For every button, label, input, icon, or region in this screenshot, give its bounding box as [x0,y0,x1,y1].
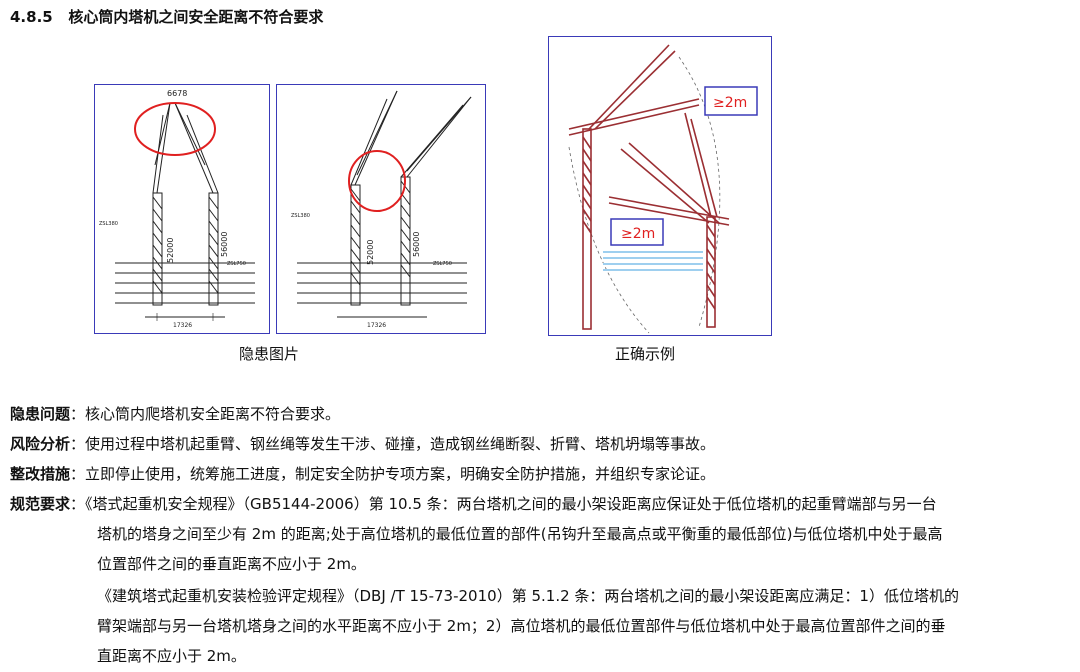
hazard-figure-2: ZSL380 ZSL750 52000 56000 17326 [276,84,486,334]
hazard-figure-1: 6678 ZSL380 ZSL750 52000 56000 17326 [94,84,270,334]
item-rectify: 整改措施：立即停止使用，统筹施工进度，制定安全防护专项方案，明确安全防护措施，并… [10,465,716,483]
bottom-dimension: 17326 [173,322,192,329]
crane-drawing-1: 6678 ZSL380 ZSL750 52000 56000 17326 [99,89,255,329]
item-label: 隐患问题 [10,405,71,423]
label-zsl380: ZSL380 [291,213,310,219]
item-text: 核心筒内爬塔机安全距离不符合要求。 [85,405,341,423]
hazard-circle [134,102,216,156]
label-zsl750: ZSL750 [227,261,246,267]
item-risk: 风险分析：使用过程中塔机起重臂、钢丝绳等发生干涉、碰撞，造成钢丝绳断裂、折臂、塔… [10,435,716,453]
caption-correct: 正确示例 [615,345,676,363]
crane-drawing-3: ≥2m ≥2m [568,44,758,334]
item-text: 使用过程中塔机起重臂、钢丝绳等发生干涉、碰撞，造成钢丝绳断裂、折臂、塔机坍塌等事… [85,435,716,453]
item-text: 立即停止使用，统筹施工进度，制定安全防护专项方案，明确安全防护措施，并组织专家论… [85,465,716,483]
standard-line: 《建筑塔式起重机安装检验评定规程》（DBJ /T 15-73-2010）第 5.… [97,587,959,605]
standard-line: 臂架端部与另一台塔机塔身之间的水平距离不应小于 2m；2）高位塔机的最低位置部件… [97,617,946,635]
height-52000: 52000 [166,238,175,263]
item-label: 风险分析 [10,435,71,453]
height-52000: 52000 [366,240,375,265]
standard-line: 位置部件之间的垂直距离不应小于 2m。 [97,555,366,573]
item-label: 整改措施 [10,465,71,483]
label-zsl750: ZSL750 [433,261,452,267]
top-dimension: 6678 [167,89,187,98]
section-heading: 4.8.5 核心筒内塔机之间安全距离不符合要求 [10,6,323,27]
item-hazard: 隐患问题：核心筒内爬塔机安全距离不符合要求。 [10,405,341,423]
standard-line: 直距离不应小于 2m。 [97,647,246,665]
caption-hazard: 隐患图片 [239,345,300,363]
item-standard: 规范要求：《塔式起重机安全规程》（GB5144-2006）第 10.5 条：两台… [10,495,937,513]
hazard-circle [348,150,406,212]
height-56000: 56000 [412,232,421,257]
item-label: 规范要求 [10,495,71,513]
clearance-label-2: ≥2m [621,226,655,242]
standard-line: 塔机的塔身之间至少有 2m 的距离;处于高位塔机的最低位置的部件(吊钩升至最高点… [97,525,943,543]
label-zsl380: ZSL380 [99,221,118,227]
bottom-dimension: 17326 [367,322,386,329]
crane-drawing-2: ZSL380 ZSL750 52000 56000 17326 [291,90,472,329]
height-56000: 56000 [220,232,229,257]
clearance-label-1: ≥2m [713,95,747,111]
section-number: 4.8.5 [10,8,53,26]
item-text: 《塔式起重机安全规程》（GB5144-2006）第 10.5 条：两台塔机之间的… [85,495,937,513]
correct-example-figure: ≥2m ≥2m [548,36,772,336]
section-title: 核心筒内塔机之间安全距离不符合要求 [68,8,324,26]
